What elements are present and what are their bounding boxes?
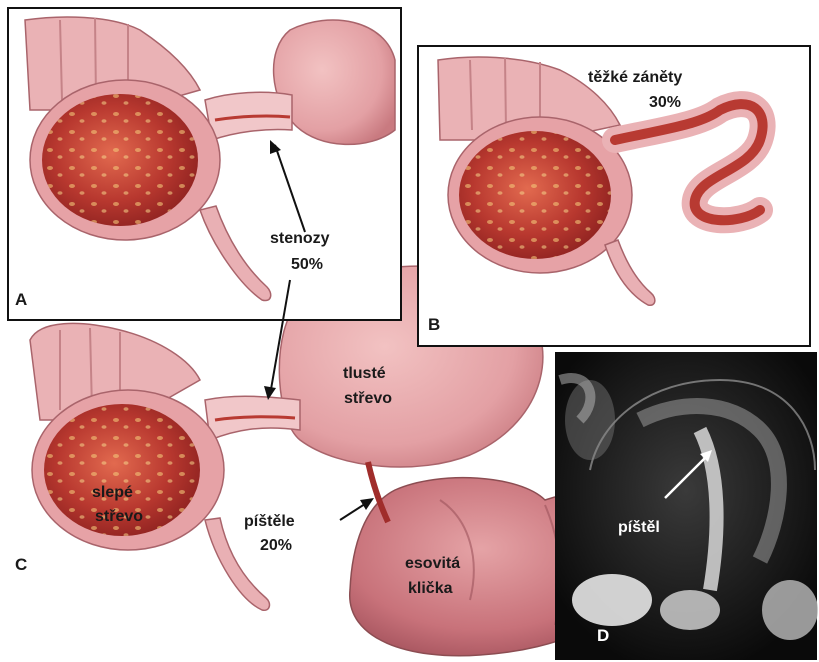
label-tluste-strevo: střevo: [344, 390, 392, 407]
label-klicka: klička: [408, 580, 453, 597]
label-slepe-strevo: střevo: [95, 508, 143, 525]
label-tluste: tlusté: [343, 365, 386, 382]
panel-letter-a: A: [15, 290, 27, 309]
label-slepe: slepé: [92, 484, 133, 501]
label-tezke-zanety-pct: 30%: [649, 94, 681, 111]
panel-letter-b: B: [428, 315, 440, 334]
label-tezke-zanety: těžké záněty: [588, 69, 682, 86]
label-esovita: esovitá: [405, 555, 460, 572]
label-stenozy-pct: 50%: [291, 256, 323, 273]
label-pistel: píštěl: [618, 519, 660, 536]
panel-a: [8, 8, 401, 320]
panel-letter-d: D: [597, 626, 609, 645]
panel-b: [418, 46, 810, 346]
panel-letter-c: C: [15, 555, 27, 574]
label-pistele-pct: 20%: [260, 537, 292, 554]
panel-d: [555, 352, 818, 660]
label-pistele: píštěle: [244, 513, 295, 530]
label-stenozy: stenozy: [270, 230, 330, 247]
appendix-c: [205, 518, 269, 610]
